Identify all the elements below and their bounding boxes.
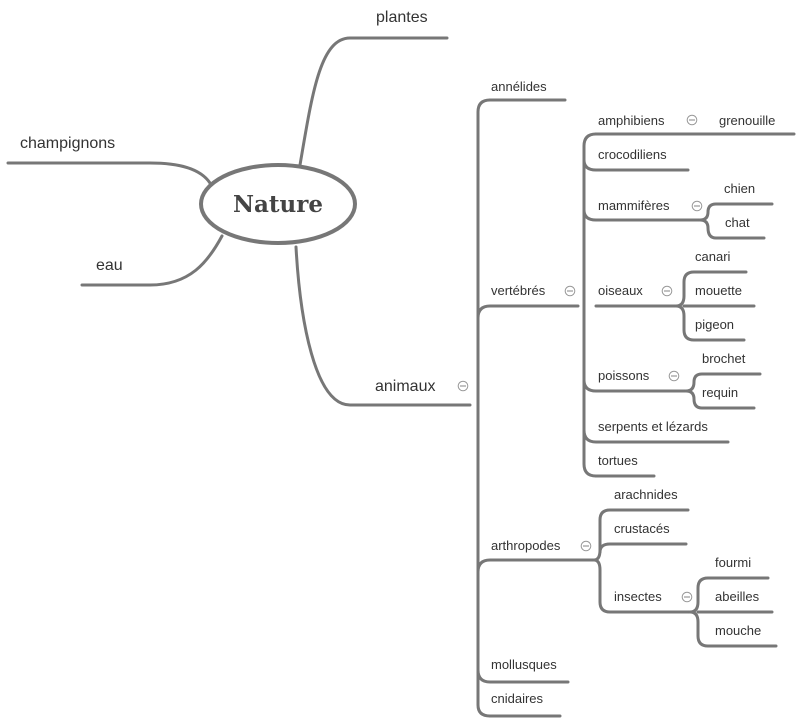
topic-poissons[interactable]: poissons (598, 368, 650, 383)
link-vertebres (476, 304, 580, 320)
topic-amphibiens[interactable]: amphibiens (598, 113, 665, 128)
link-mouche (688, 610, 778, 648)
topic-requin[interactable]: requin (702, 385, 738, 400)
spine-vertebres (582, 132, 598, 478)
topic-animaux[interactable]: animaux (375, 378, 435, 395)
collapse-poissons-icon[interactable] (668, 370, 680, 382)
topic-crustaces[interactable]: crustacés (614, 521, 670, 536)
collapse-vertebres-icon[interactable] (564, 285, 576, 297)
link-chat (698, 218, 766, 240)
central-topic-label: Nature (233, 191, 323, 218)
arthropodes-connectors (592, 508, 692, 614)
topic-brochet[interactable]: brochet (702, 351, 746, 366)
topic-plantes[interactable]: plantes (376, 9, 428, 26)
topic-crocodiliens[interactable]: crocodiliens (598, 147, 667, 162)
central-topic-bubble (199, 163, 357, 245)
topic-eau[interactable]: eau (96, 257, 123, 274)
collapse-arthropodes-icon[interactable] (580, 540, 592, 552)
link-arachnides (592, 508, 690, 562)
topic-mouette[interactable]: mouette (695, 283, 742, 298)
link-canari (674, 270, 748, 308)
link-crustaces (598, 542, 688, 554)
topic-annelides[interactable]: annélides (491, 79, 547, 94)
link-mollusques (476, 668, 570, 684)
branch-plantes (298, 36, 449, 167)
mammiferes-connectors (698, 202, 774, 240)
topic-mouche[interactable]: mouche (715, 623, 761, 638)
collapse-mammiferes-icon[interactable] (691, 200, 703, 212)
animaux-connectors (476, 98, 596, 718)
topic-champignons[interactable]: champignons (20, 135, 115, 152)
link-insectes (592, 558, 692, 614)
topic-cnidaires[interactable]: cnidaires (491, 691, 544, 706)
branch-champignons (6, 161, 212, 185)
collapse-oiseaux-icon[interactable] (661, 285, 673, 297)
link-requin (684, 389, 756, 410)
link-pigeon (674, 304, 746, 342)
link-poissons (582, 378, 688, 393)
insectes-connectors (688, 576, 778, 648)
topic-fourmi[interactable]: fourmi (715, 555, 751, 570)
link-brochet (684, 372, 762, 393)
topic-chat[interactable]: chat (725, 215, 750, 230)
topic-tortues[interactable]: tortues (598, 453, 638, 468)
topic-mammiferes[interactable]: mammifères (598, 198, 670, 213)
topic-abeilles[interactable]: abeilles (715, 589, 760, 604)
root-connectors (6, 36, 472, 407)
topic-mollusques[interactable]: mollusques (491, 657, 557, 672)
link-serpents (582, 428, 730, 444)
topic-arthropodes[interactable]: arthropodes (491, 538, 561, 553)
topic-grenouille[interactable]: grenouille (719, 113, 775, 128)
vertebres-connectors (582, 132, 796, 478)
collapse-insectes-icon[interactable] (681, 591, 693, 603)
branch-animaux (294, 245, 472, 407)
link-fourmi (688, 576, 770, 614)
topic-arachnides[interactable]: arachnides (614, 487, 678, 502)
spine-animaux (476, 98, 492, 718)
central-topic[interactable]: Nature (199, 163, 357, 245)
link-crocodiliens (582, 158, 690, 172)
poissons-connectors (684, 372, 762, 410)
link-arthropodes (476, 558, 596, 574)
topic-pigeon[interactable]: pigeon (695, 317, 734, 332)
topic-insectes[interactable]: insectes (614, 589, 662, 604)
topic-canari[interactable]: canari (695, 249, 731, 264)
topic-oiseaux[interactable]: oiseaux (598, 283, 643, 298)
oiseaux-connectors (674, 270, 756, 342)
link-mammiferes (582, 208, 702, 222)
topic-serpents[interactable]: serpents et lézards (598, 419, 708, 434)
collapse-animaux-icon[interactable] (457, 380, 469, 392)
branch-eau (80, 234, 224, 287)
topic-chien[interactable]: chien (724, 181, 755, 196)
topic-vertebres[interactable]: vertébrés (491, 283, 546, 298)
collapse-amphibiens-icon[interactable] (686, 114, 698, 126)
